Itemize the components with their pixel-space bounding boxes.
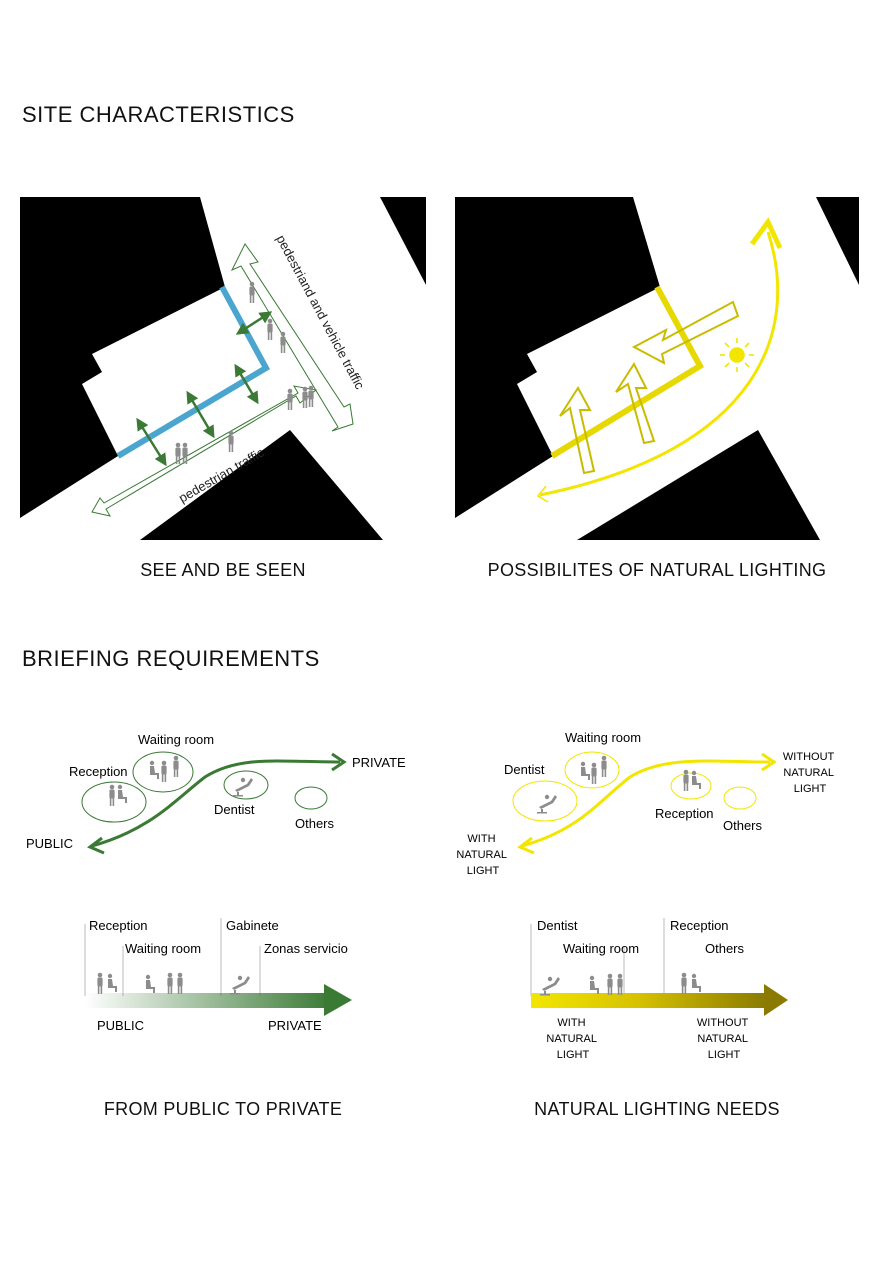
lighting-needs-bar: [531, 993, 767, 1008]
others-label: Others: [723, 818, 763, 833]
without-light-label: WITHOUT NATURAL LIGHT: [783, 751, 837, 795]
light-arrow: [631, 300, 740, 365]
waiting-room-label: Waiting room: [138, 732, 214, 747]
dentist-zone: [512, 780, 578, 822]
others-zone: [294, 786, 328, 810]
light-curve-diagram: Waiting room Dentist Reception Others WI…: [456, 730, 837, 877]
public-private-bar-diagram: Reception Waiting room Gabinete Zonas se…: [84, 918, 352, 1033]
without-light-arrowhead: [761, 752, 777, 772]
waiting-room-zone: [564, 751, 620, 789]
others-zone: [723, 786, 757, 810]
public-to-private-caption: FROM PUBLIC TO PRIVATE: [103, 1099, 343, 1119]
dentist-label: Dentist: [504, 762, 545, 777]
lighting-needs-caption: NATURAL LIGHTING NEEDS: [534, 1099, 780, 1119]
others-label: Others: [705, 941, 745, 956]
private-label: PRIVATE: [268, 1018, 322, 1033]
private-label: PRIVATE: [352, 755, 406, 770]
reception-zone: [81, 781, 147, 823]
dentist-label: Dentist: [214, 802, 255, 817]
natural-lighting-diagram: [455, 197, 859, 540]
with-light-label: WITH NATURAL LIGHT: [546, 1017, 599, 1061]
reception-label: Reception: [89, 918, 148, 933]
building-block-left: [455, 197, 660, 518]
pedestrian-traffic-arrow: [91, 385, 318, 517]
see-and-be-seen-diagram: pedestriand and vehicle traffic pedestri…: [20, 197, 426, 540]
with-light-arrowhead: [517, 836, 535, 855]
light-arrow: [615, 361, 656, 445]
reception-label: Reception: [670, 918, 729, 933]
public-label: PUBLIC: [26, 836, 73, 851]
privacy-curve-diagram: Waiting room Reception Dentist Others PR…: [26, 732, 406, 855]
natural-lighting-caption: POSSIBILITES OF NATURAL LIGHTING: [487, 560, 827, 580]
reception-label: Reception: [655, 806, 714, 821]
view-arrow: [136, 417, 167, 467]
sun-icon: [720, 338, 754, 372]
view-arrow: [234, 363, 259, 405]
dentist-zone: [223, 770, 269, 800]
building-block-top-right: [380, 197, 426, 285]
view-arrow: [235, 311, 273, 335]
briefing-requirements-title: BRIEFING REQUIREMENTS: [22, 646, 320, 671]
waiting-room-zone: [132, 751, 194, 793]
private-arrowhead: [331, 752, 347, 772]
view-arrow: [186, 390, 215, 439]
others-label: Others: [295, 816, 335, 831]
lighting-needs-bar-diagram: Dentist Waiting room Reception Others WI…: [530, 918, 788, 1061]
public-private-bar: [85, 993, 331, 1008]
vehicle-traffic-arrow: [230, 243, 354, 432]
with-light-label: WITH NATURAL LIGHT: [456, 833, 509, 877]
dentist-label: Dentist: [537, 918, 578, 933]
vehicle-traffic-label: pedestriand and vehicle traffic: [273, 232, 367, 392]
lighting-needs-arrowhead: [764, 984, 788, 1016]
public-arrowhead: [87, 836, 105, 855]
building-block-bottom: [140, 430, 383, 540]
building-block-top-right: [816, 197, 859, 285]
building-block-left: [20, 197, 225, 518]
site-characteristics-title: SITE CHARACTERISTICS: [22, 102, 295, 127]
building-block-bottom: [577, 430, 820, 540]
public-private-arrowhead: [324, 984, 352, 1016]
light-arrow: [559, 386, 596, 475]
sun-path-tail: [536, 485, 549, 503]
light-curve: [521, 759, 771, 848]
see-and-be-seen-caption: SEE AND BE SEEN: [140, 560, 306, 580]
facade-line: [550, 285, 705, 459]
privacy-curve: [91, 759, 341, 848]
sun-path-arrowhead: [749, 217, 783, 250]
reception-zone: [670, 772, 712, 800]
sun-path-arc: [539, 231, 780, 497]
gabinete-label: Gabinete: [226, 918, 279, 933]
waiting-room-label: Waiting room: [565, 730, 641, 745]
reception-label: Reception: [69, 764, 128, 779]
without-light-label: WITHOUT NATURAL LIGHT: [697, 1017, 751, 1061]
zonas-servicio-label: Zonas servicio: [264, 941, 348, 956]
waiting-room-label: Waiting room: [125, 941, 201, 956]
waiting-room-label: Waiting room: [563, 941, 639, 956]
public-label: PUBLIC: [97, 1018, 144, 1033]
